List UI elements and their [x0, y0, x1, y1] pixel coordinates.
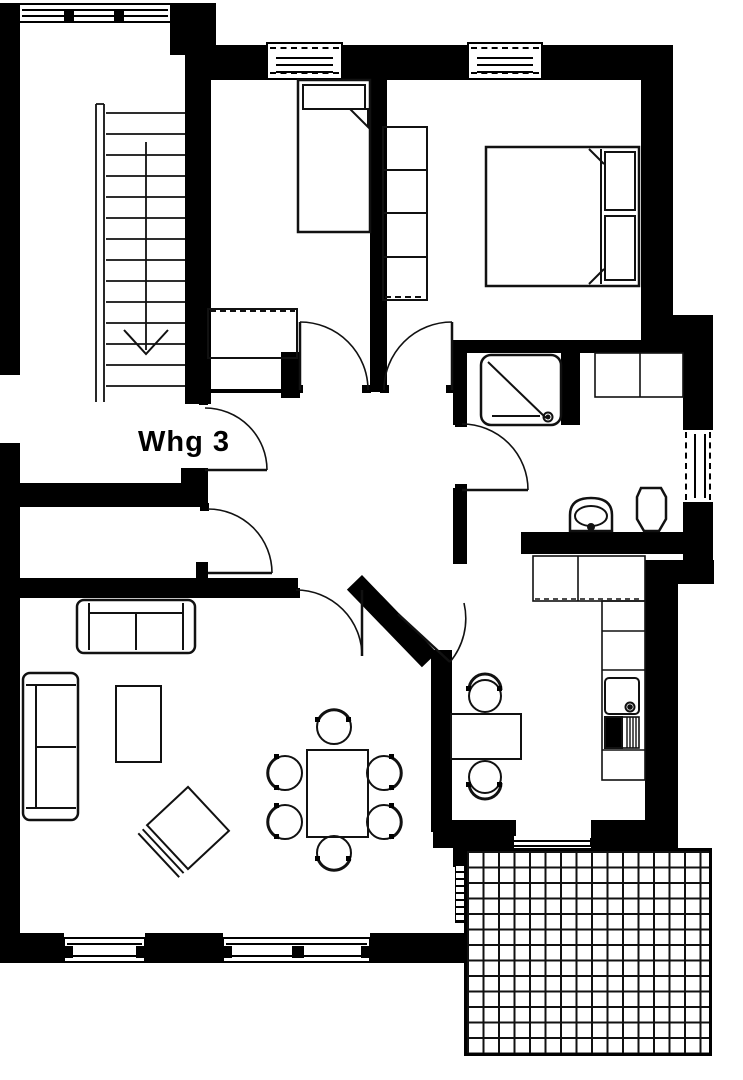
- wall: [453, 353, 467, 425]
- terrace-door-threshold: [514, 836, 590, 848]
- kitchen-sink: [604, 677, 640, 715]
- kitchen-chair: [466, 760, 503, 801]
- window-shutter: [709, 432, 711, 500]
- wall: [683, 345, 713, 429]
- door-jamb: [508, 838, 516, 847]
- stove: [604, 716, 640, 749]
- window-mullion: [136, 946, 144, 958]
- door-jamb: [455, 484, 467, 493]
- wall: [645, 584, 678, 846]
- sofa-2: [21, 671, 80, 822]
- wall: [370, 933, 468, 963]
- threshold-line: [514, 845, 590, 847]
- coffee-table: [115, 685, 162, 763]
- sideboard: [207, 308, 298, 359]
- double-bed: [484, 145, 641, 288]
- shower: [479, 353, 563, 427]
- dining-chair: [366, 803, 403, 840]
- window-glass: [694, 434, 706, 498]
- kitchen-chair: [466, 672, 503, 713]
- terrace: [464, 848, 712, 1056]
- wall: [521, 532, 685, 554]
- window-mullion: [114, 9, 124, 21]
- wall: [453, 488, 467, 564]
- window: [683, 428, 713, 504]
- dining-chair: [266, 803, 303, 840]
- dining-chair: [266, 754, 303, 791]
- window-shutter: [270, 47, 339, 49]
- dining-chair: [315, 708, 352, 745]
- dining-chair: [366, 754, 403, 791]
- kitchen-cabinets: [532, 555, 646, 602]
- wall: [561, 340, 580, 425]
- kitchen-door: [397, 602, 467, 663]
- wall: [208, 389, 285, 393]
- window: [18, 3, 172, 23]
- window-glass: [22, 9, 168, 17]
- dining-chair: [315, 835, 352, 872]
- wall: [645, 560, 714, 584]
- entrance-door: [204, 407, 268, 472]
- single-bed: [296, 78, 372, 234]
- wall: [210, 45, 268, 80]
- bedroom2-door: [383, 321, 454, 391]
- door-jamb: [588, 838, 596, 847]
- bathroom-cabinet: [594, 352, 684, 398]
- door-jamb: [200, 503, 209, 511]
- wall: [0, 933, 64, 963]
- door-jamb: [294, 385, 303, 393]
- wall: [433, 820, 516, 848]
- door-jamb: [446, 385, 455, 393]
- wall: [431, 650, 452, 832]
- window: [222, 937, 371, 963]
- window-shutter: [685, 432, 687, 500]
- kitchen-counter: [601, 600, 646, 781]
- wall: [683, 502, 713, 564]
- window: [266, 42, 343, 80]
- lounge-rug: [137, 785, 231, 878]
- window-shutter: [270, 72, 339, 74]
- wall: [341, 45, 469, 80]
- window-mullion: [65, 946, 73, 958]
- unit-label: Whg 3: [138, 426, 230, 458]
- wall: [20, 483, 208, 507]
- wall: [641, 45, 673, 318]
- washbasin: [568, 496, 614, 533]
- threshold-line: [514, 840, 590, 842]
- door-jamb: [196, 562, 208, 578]
- window: [467, 42, 543, 80]
- toilet: [635, 486, 668, 533]
- kitchen-table: [450, 713, 522, 760]
- door-jamb: [292, 588, 300, 598]
- window-glass: [67, 943, 142, 957]
- staircase: [95, 103, 185, 402]
- living-room-door: [295, 589, 364, 657]
- wall: [453, 845, 467, 867]
- bathroom-door: [461, 423, 529, 492]
- door-jamb: [199, 398, 208, 405]
- door-jamb: [455, 418, 467, 427]
- window-mullion: [64, 9, 74, 21]
- window-shutter: [471, 47, 539, 49]
- dining-table: [306, 749, 369, 838]
- vestibule-door: [207, 508, 273, 575]
- wall: [181, 468, 208, 485]
- wall: [591, 820, 678, 848]
- door-jamb: [362, 385, 371, 393]
- stair-direction-arrow: [123, 329, 169, 356]
- window: [63, 937, 146, 963]
- window-mullion: [224, 946, 232, 958]
- wall: [145, 933, 223, 963]
- wall: [20, 578, 298, 598]
- wardrobe: [382, 126, 428, 301]
- wall: [185, 8, 211, 404]
- wall: [0, 3, 20, 375]
- window-mullion: [292, 946, 304, 958]
- wall: [0, 443, 20, 963]
- sofa: [75, 598, 197, 655]
- window-mullion: [361, 946, 369, 958]
- window-shutter: [471, 72, 539, 74]
- bedroom1-door: [298, 321, 369, 391]
